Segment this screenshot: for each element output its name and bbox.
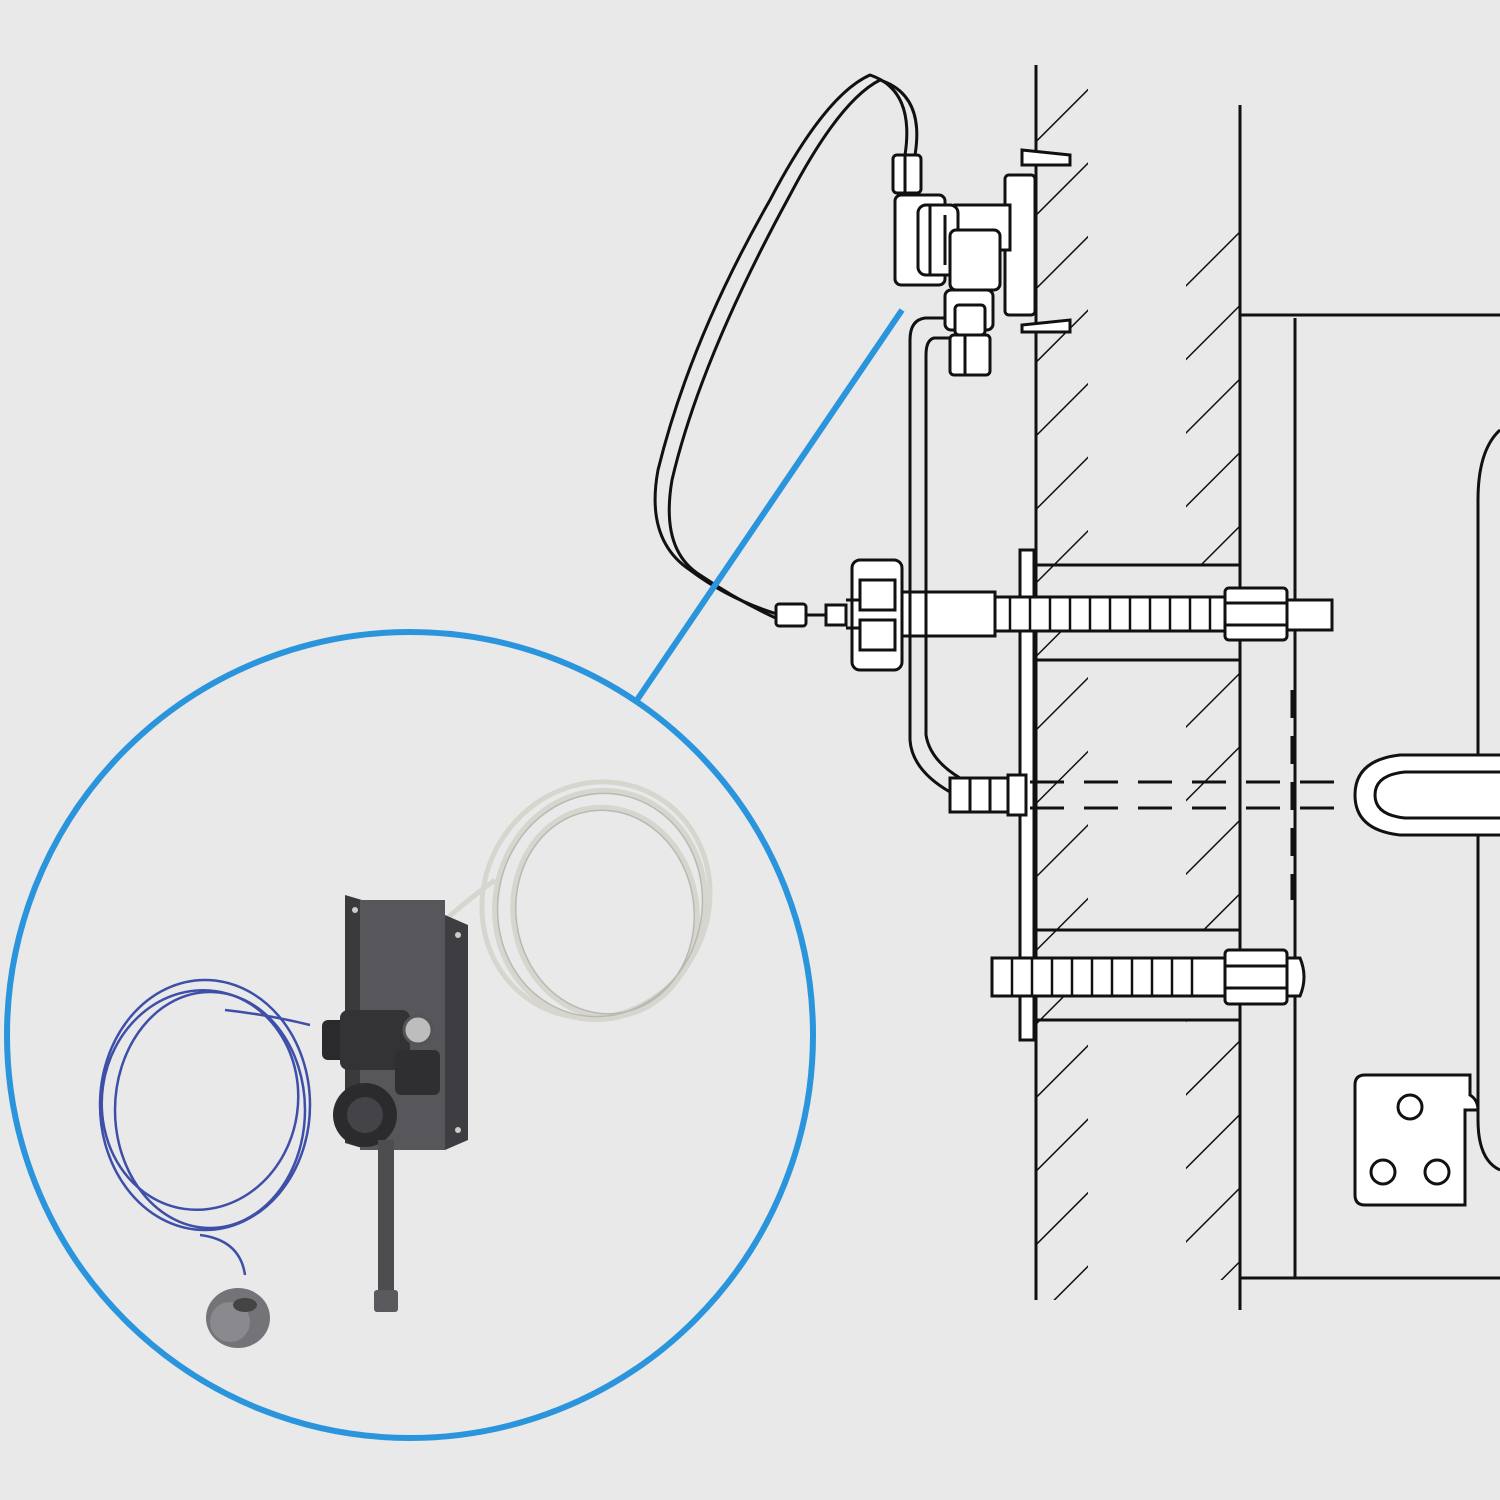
callout-leader-line [634,308,905,702]
threaded-anchor-bolts [898,586,1334,1006]
sensor-cable-loop [653,73,919,628]
detail-callout-circle [4,629,816,1441]
infrared-sensor-eye [206,1288,270,1348]
water-supply-pipe [908,316,1028,817]
detail-callout [4,308,905,1441]
hatched-wall-section [1018,65,1242,1310]
valve-body [322,1010,440,1312]
urinal-fixture-outline [1240,313,1500,1280]
flush-valve-kit-illustration [98,779,713,1348]
sensor-housing [846,558,904,672]
blue-sensor-wire-coil [98,978,312,1276]
flush-valve-assembly [891,148,1072,377]
